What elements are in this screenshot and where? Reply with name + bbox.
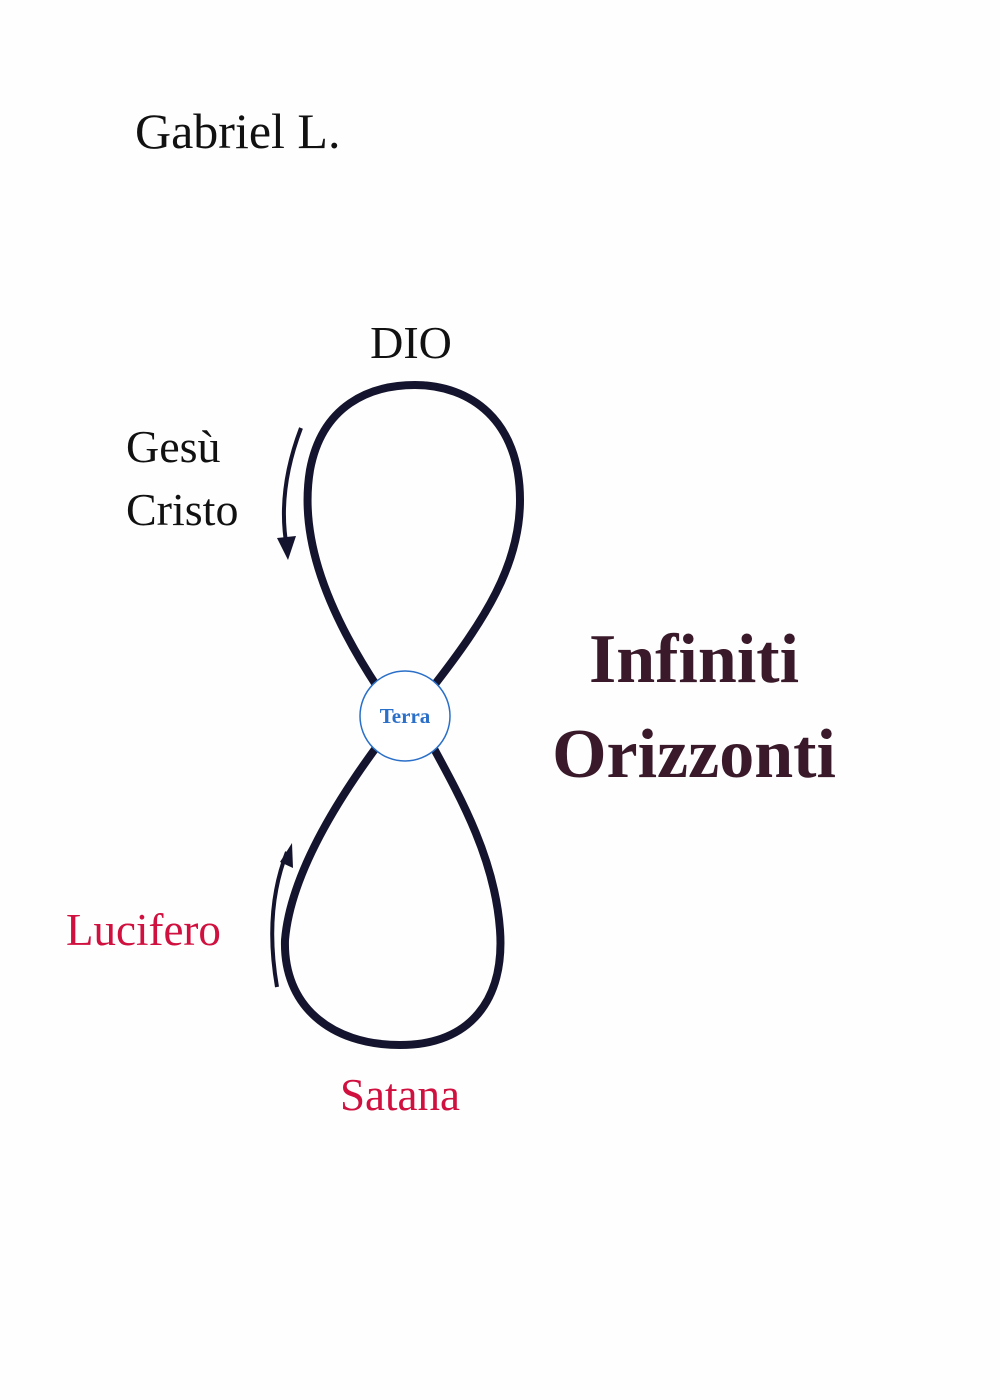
upward-arrow-head <box>280 843 293 868</box>
label-cristo: Cristo <box>126 484 238 535</box>
label-gesu: Gesù <box>126 421 221 472</box>
label-lucifero: Lucifero <box>66 905 221 955</box>
title-line-2: Orizzonti <box>552 716 836 793</box>
label-terra: Terra <box>380 704 431 728</box>
downward-arrow-icon <box>281 427 303 549</box>
upper-loop <box>303 380 525 691</box>
title-line-1: Infiniti <box>589 621 799 698</box>
label-dio: DIO <box>370 317 452 368</box>
label-satana: Satana <box>340 1070 460 1120</box>
downward-arrow-head <box>277 536 296 560</box>
author-name: Gabriel L. <box>135 103 340 159</box>
upward-arrow-icon <box>270 851 289 988</box>
terra-circle <box>359 670 451 762</box>
lower-loop <box>280 742 505 1050</box>
